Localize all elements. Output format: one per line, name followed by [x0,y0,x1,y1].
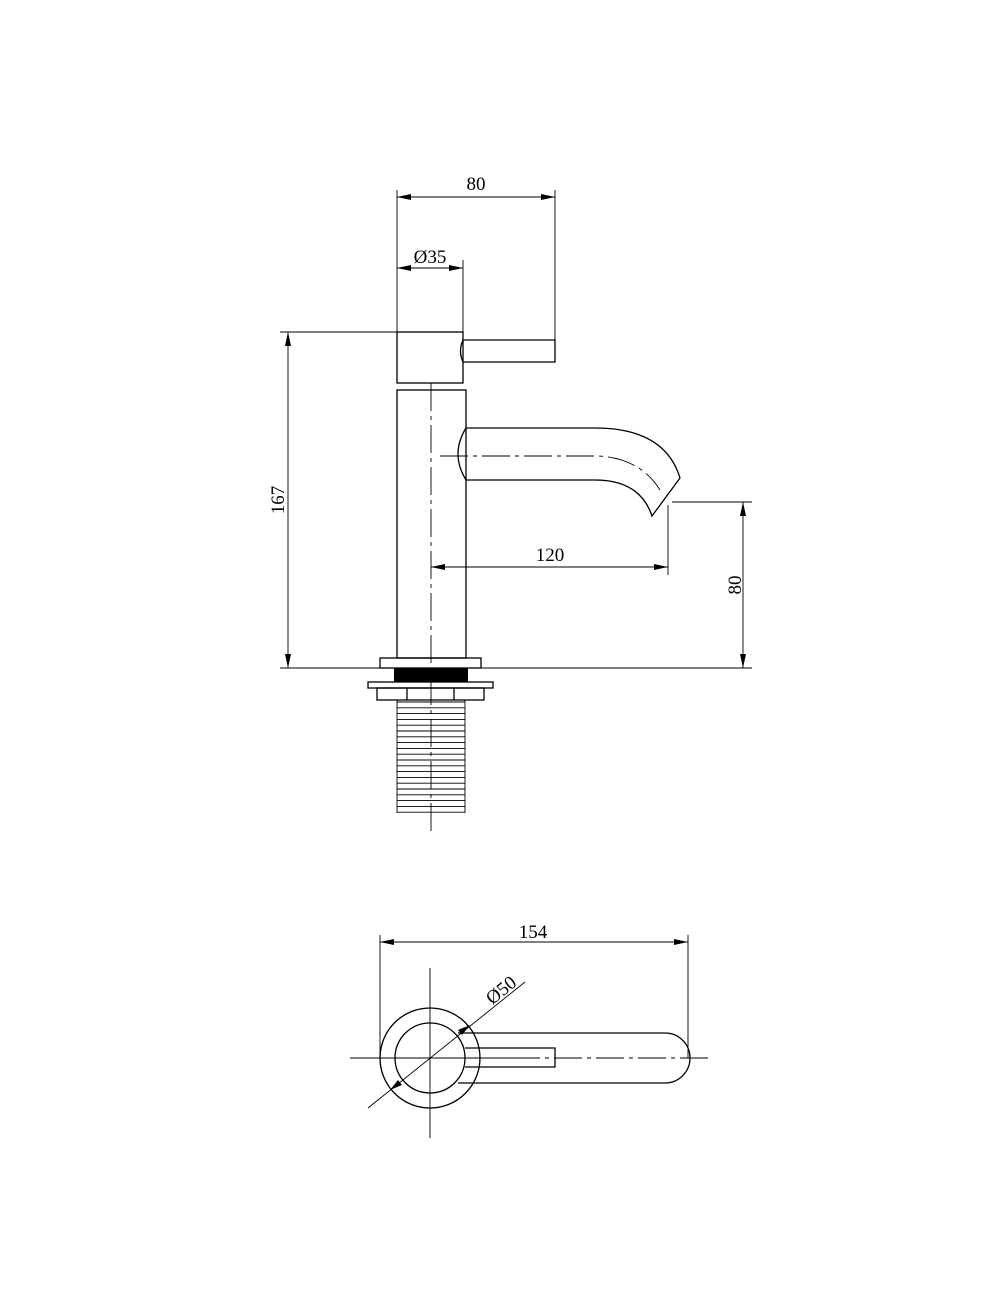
thread-lines [396,700,466,813]
handle-body [396,331,464,384]
spout [457,427,681,518]
dim-spout-reach: 120 [536,545,565,566]
side-view-dimensions: 80 Ø35 167 120 80 [268,174,752,669]
base-flange [379,657,482,669]
top-view: Ø50 154 [350,922,712,1138]
side-view [367,331,681,832]
dim-body-diameter: Ø35 [414,247,447,268]
dim-spout-height: 80 [725,576,746,595]
dim-handle-reach: 80 [467,174,486,195]
threaded-shank [396,700,466,813]
faucet-body [396,389,467,659]
spout-centerline [440,455,661,491]
base-seal [394,668,468,682]
lever-slot [465,1047,556,1068]
base-nut [376,687,485,701]
dim-base-diameter: Ø50 [482,972,521,1009]
dim-total-length: 154 [519,922,548,943]
base-washer [367,681,494,689]
dim-total-height: 167 [268,486,289,515]
handle-lever [459,339,556,363]
